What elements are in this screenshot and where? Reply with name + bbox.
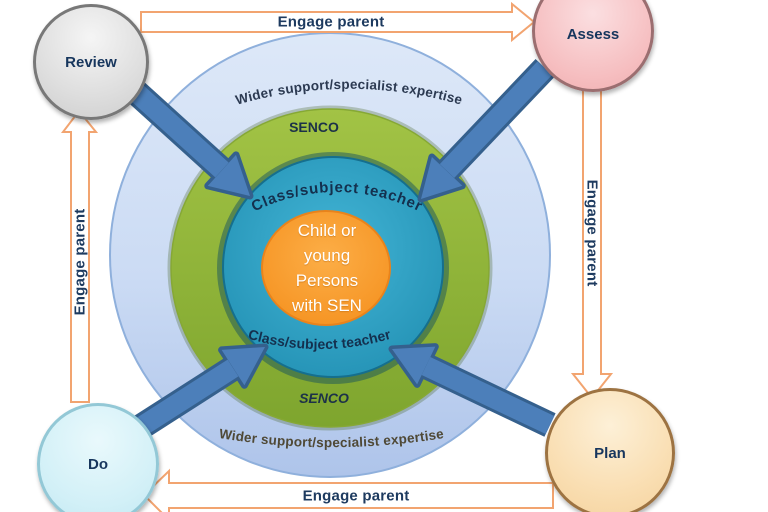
senco-label-top: SENCO (289, 119, 339, 135)
center-circle (261, 210, 391, 326)
center-child-label: Child or young Persons with SEN (292, 218, 362, 318)
engage-parent-label-top: Engage parent (277, 13, 385, 31)
inward-arrow-from-do (125, 343, 269, 443)
engage-arrow-left (60, 109, 99, 403)
inward-arrow-from-assess (417, 59, 555, 203)
engage-parent-label-right: Engage parent (583, 179, 601, 287)
center-line: Persons (295, 271, 359, 290)
center-line: young (303, 246, 351, 265)
inward-arrow-from-review (117, 73, 254, 200)
node-do: Do (37, 403, 159, 512)
senco-label-bottom: SENCO (299, 390, 349, 406)
center-line: with SEN (292, 296, 362, 315)
node-assess-label: Assess (566, 26, 620, 43)
node-plan: Plan (545, 388, 675, 512)
node-review: Review (33, 4, 149, 120)
engage-arrow-right (570, 87, 614, 400)
inward-arrow-from-plan (388, 343, 556, 437)
senco-ring-shadow (167, 105, 493, 431)
center-line: Child or (297, 221, 357, 240)
engage-arrow-bottom (142, 468, 554, 512)
engage-parent-label-left: Engage parent (71, 208, 89, 316)
node-review-label: Review (65, 53, 117, 71)
engage-arrow-top (140, 1, 536, 43)
node-plan-label: Plan (594, 444, 626, 462)
node-do-label: Do (88, 455, 108, 473)
engage-parent-label-bottom: Engage parent (302, 487, 410, 505)
